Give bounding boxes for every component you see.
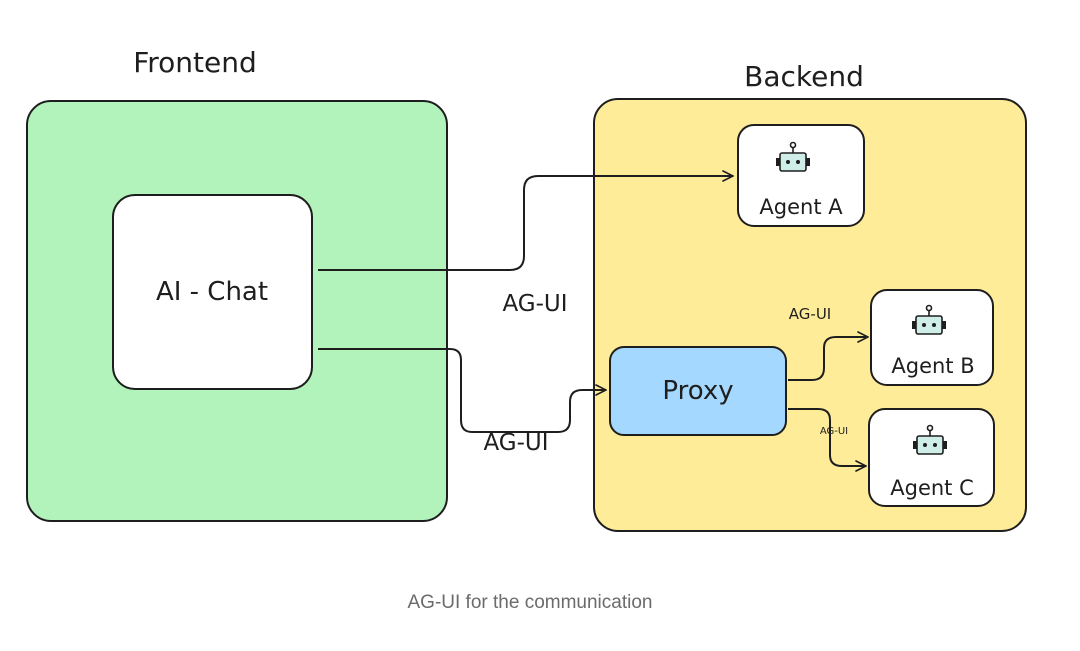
backend-title: Backend [744, 60, 864, 93]
figure-caption: AG-UI for the communication [407, 592, 653, 613]
agent-b-label: Agent B [891, 354, 974, 378]
agent-c-box [868, 408, 995, 507]
arrow-chat-to-agent-a [318, 176, 733, 271]
agent-c-label: Agent C [890, 476, 974, 500]
proxy-label: Proxy [662, 376, 733, 406]
arrow-proxy-to-agent-c [788, 408, 866, 466]
ai-chat-label: AI - Chat [156, 277, 268, 307]
ag-ui-label-agent-c: AG-UI [820, 426, 848, 437]
agent-a-label: Agent A [759, 195, 843, 219]
ag-ui-label-agent-b: AG-UI [789, 305, 831, 323]
arrow-proxy-to-agent-b [788, 337, 868, 381]
ag-ui-label-agent-a: AG-UI [502, 291, 567, 317]
agent-b-node: Agent B [870, 289, 994, 386]
frontend-title: Frontend [133, 46, 257, 79]
proxy-box [609, 346, 787, 436]
arrow-chat-to-proxy [318, 348, 606, 433]
agent-a-box [737, 124, 865, 227]
ai-chat-box [112, 194, 313, 390]
agent-a-node: Agent A [737, 124, 865, 227]
ag-ui-label-proxy: AG-UI [483, 430, 548, 456]
agent-b-box [870, 289, 994, 386]
agent-c-node: Agent C [868, 408, 995, 507]
